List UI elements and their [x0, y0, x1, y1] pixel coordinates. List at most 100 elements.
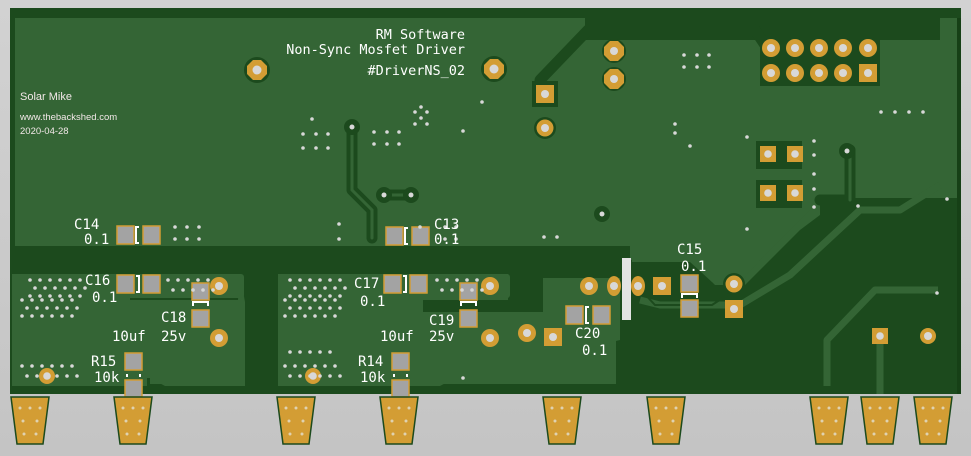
via: [314, 132, 318, 136]
finger-via: [387, 406, 391, 410]
via: [301, 132, 305, 136]
via: [318, 278, 322, 282]
via-ring-b: [376, 187, 392, 203]
via: [326, 132, 330, 136]
via: [333, 364, 337, 368]
via: [413, 110, 417, 114]
via: [313, 314, 317, 318]
finger-via: [671, 419, 675, 423]
silkscreen-author-block: Solar Mike www.thebackshed.com 2020-04-2…: [19, 91, 117, 137]
finger-via: [664, 406, 668, 410]
via-ring-c: [403, 187, 419, 203]
via: [745, 135, 749, 139]
via: [308, 278, 312, 282]
via: [707, 53, 711, 57]
finger-via: [937, 432, 941, 436]
via: [73, 286, 77, 290]
via: [191, 288, 195, 292]
via: [70, 314, 74, 318]
edge-finger: [860, 396, 900, 445]
finger-via: [553, 419, 557, 423]
label-c17-ref: C17: [354, 276, 379, 292]
via: [78, 278, 82, 282]
via: [298, 306, 302, 310]
via: [326, 146, 330, 150]
via: [673, 122, 677, 126]
via: [695, 53, 699, 57]
pad-square-top: [532, 81, 558, 107]
via: [288, 278, 292, 282]
top-edge-mask: [10, 8, 961, 18]
title-line-2: Non-Sync Mosfet Driver: [286, 42, 465, 58]
copper-pour-right-strip: [940, 18, 957, 198]
via: [35, 306, 39, 310]
via: [425, 110, 429, 114]
via: [186, 278, 190, 282]
edge-finger: [809, 396, 849, 445]
via: [313, 298, 317, 302]
finger-via: [125, 432, 129, 436]
finger-via: [566, 432, 570, 436]
via: [455, 278, 459, 282]
title-line-3: #DriverNS_02: [367, 63, 465, 79]
via: [542, 235, 546, 239]
via: [173, 237, 177, 241]
label-c19-ref: C19: [429, 313, 454, 329]
via: [288, 306, 292, 310]
label-c14-val: 0.1: [84, 232, 109, 248]
finger-via: [820, 419, 824, 423]
via-ring-right: [839, 143, 855, 159]
pad-top-a: [602, 39, 626, 63]
via: [288, 294, 292, 298]
pad-to220-1: [580, 277, 598, 295]
finger-via: [28, 406, 32, 410]
finger-via: [288, 432, 292, 436]
via: [60, 298, 64, 302]
via: [318, 374, 322, 378]
via: [58, 294, 62, 298]
via: [879, 110, 883, 114]
finger-via: [141, 406, 145, 410]
edge-connector-fingers: [10, 396, 953, 445]
label-r14-val: 10k: [360, 370, 386, 386]
via: [83, 286, 87, 290]
copper-pour-upper-left: [15, 18, 585, 246]
via: [440, 288, 444, 292]
pad-pair-lower: [756, 180, 803, 208]
via: [40, 298, 44, 302]
via: [935, 291, 939, 295]
via: [78, 294, 82, 298]
via: [298, 294, 302, 298]
finger-via: [885, 419, 889, 423]
via: [171, 288, 175, 292]
mask-channel: [10, 246, 630, 268]
via: [313, 286, 317, 290]
via: [313, 364, 317, 368]
finger-via: [34, 432, 38, 436]
pad-pair-upper: [756, 141, 803, 169]
via: [55, 374, 59, 378]
via: [419, 105, 423, 109]
via: [323, 314, 327, 318]
via: [70, 364, 74, 368]
label-c16-ref: C16: [85, 273, 110, 289]
via: [328, 294, 332, 298]
via: [333, 286, 337, 290]
finger-via: [407, 406, 411, 410]
pad-to220-2: [607, 276, 621, 296]
finger-via: [670, 432, 674, 436]
author-website: www.thebackshed.com: [19, 112, 117, 123]
via: [38, 294, 42, 298]
via: [293, 286, 297, 290]
author-name: Solar Mike: [20, 91, 72, 103]
silkscreen-title-block: RM Software Non-Sync Mosfet Driver #Driv…: [286, 27, 465, 79]
finger-via: [888, 406, 892, 410]
via: [450, 288, 454, 292]
finger-via: [550, 406, 554, 410]
via: [303, 364, 307, 368]
finger-via: [18, 406, 22, 410]
via: [443, 237, 447, 241]
label-c18-val: 25v: [161, 329, 186, 345]
via: [470, 288, 474, 292]
